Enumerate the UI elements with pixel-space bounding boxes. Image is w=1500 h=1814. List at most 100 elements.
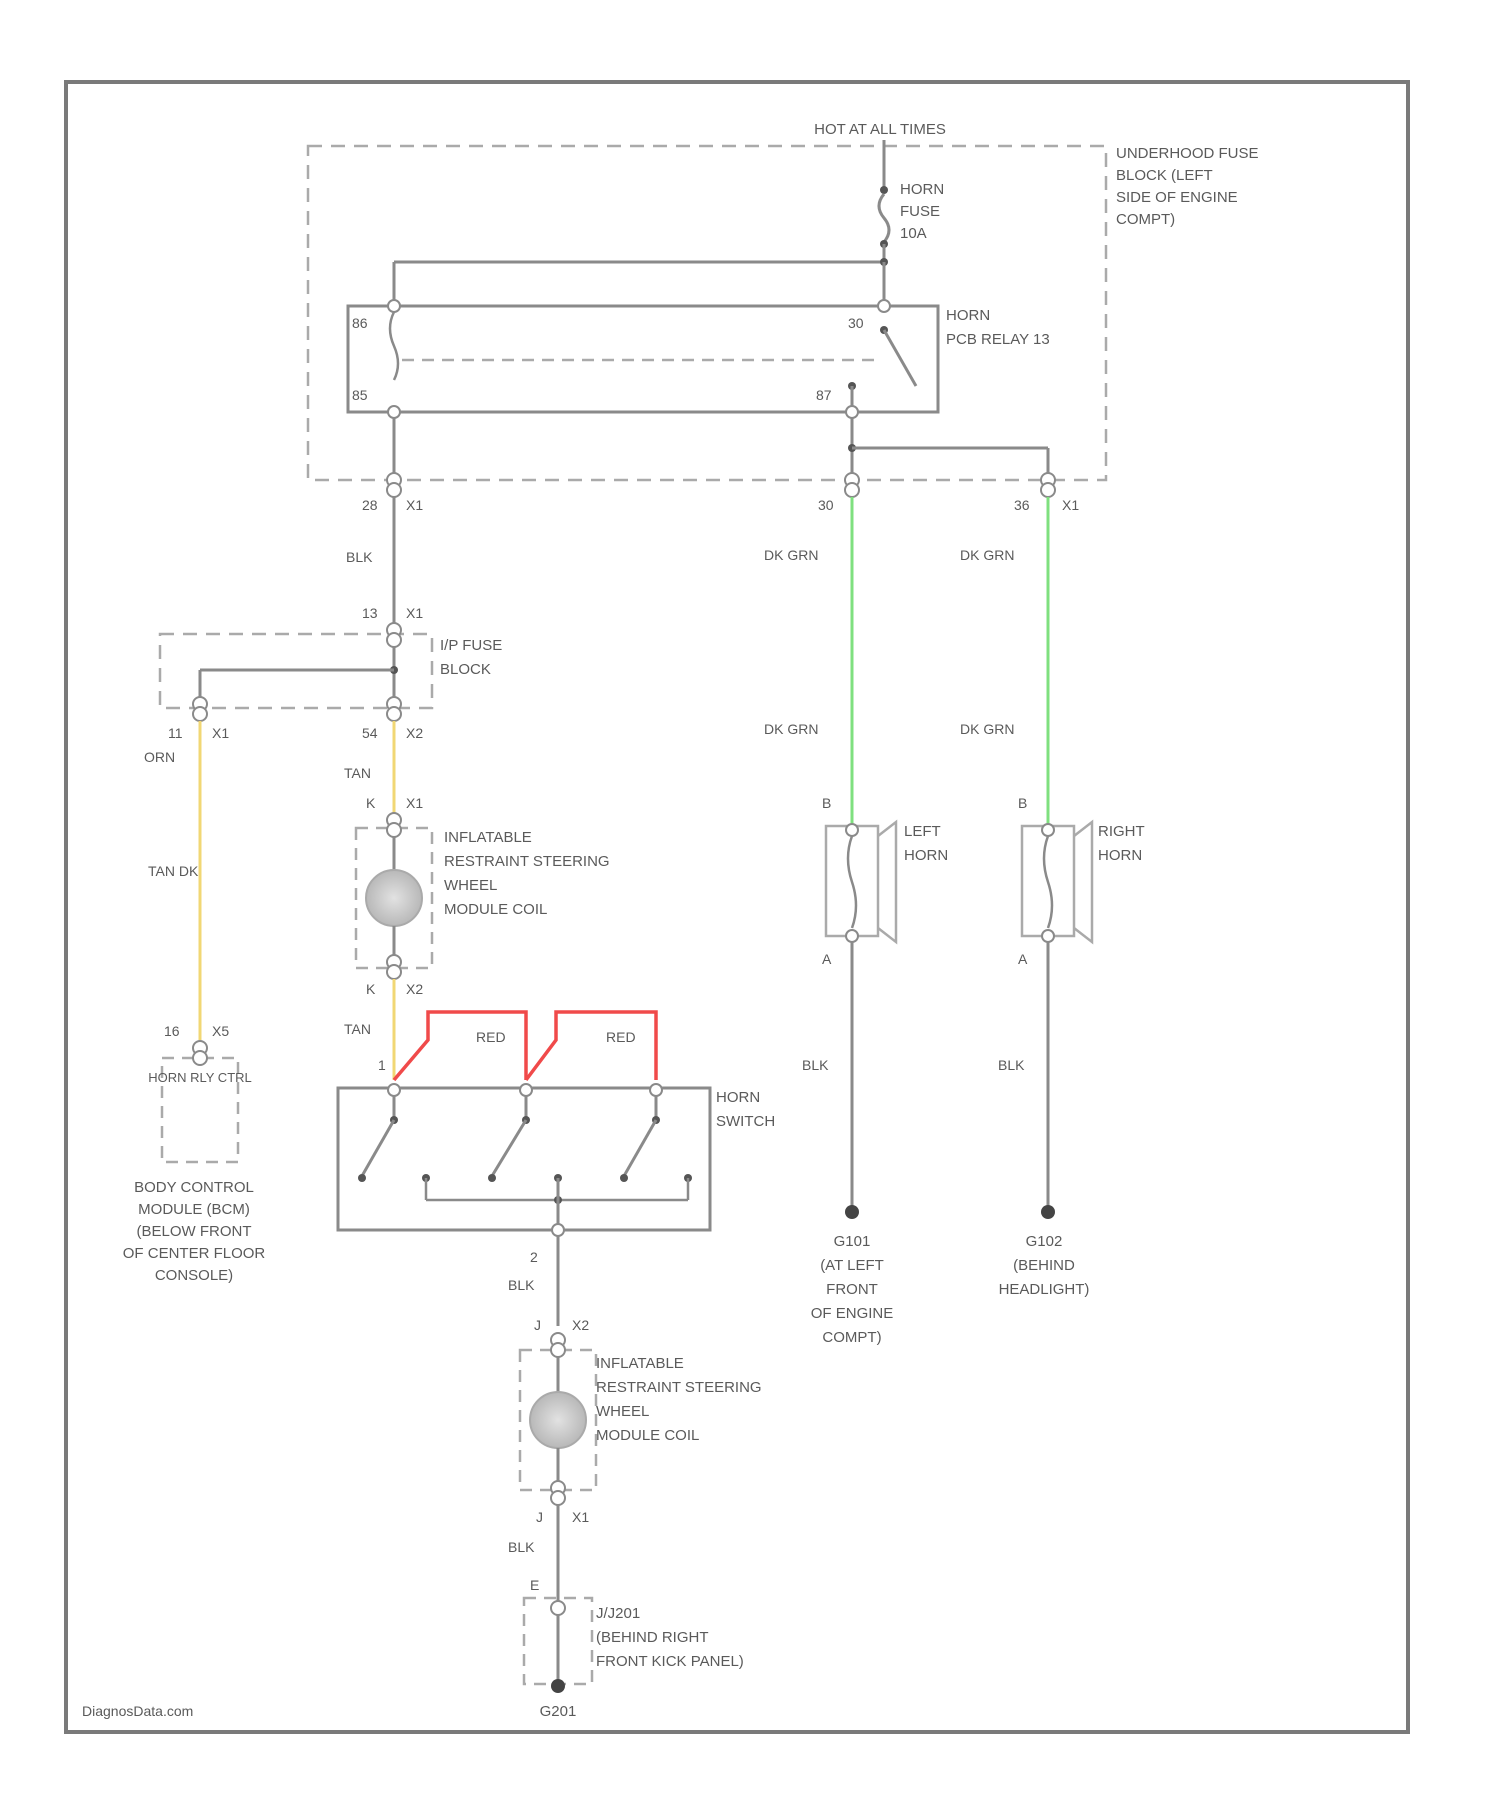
svg-text:INFLATABLE: INFLATABLE xyxy=(444,829,532,846)
switch-pin-2: 2 xyxy=(530,1249,538,1265)
right-horn-label: RIGHT HORN xyxy=(1098,823,1145,864)
uf-connector-36 xyxy=(1041,473,1055,497)
right-horn-pin-b: B xyxy=(1018,795,1027,811)
coil2-pin-x2-top: X2 xyxy=(572,1317,589,1333)
jj201-pin-e: E xyxy=(530,1577,539,1593)
wire-label-red-2: RED xyxy=(606,1029,636,1045)
svg-text:HORN: HORN xyxy=(716,1089,760,1106)
relay-pin-30: 30 xyxy=(848,315,864,331)
wire-label-dk-grn-left-2: DK GRN xyxy=(764,721,818,737)
horn-relay-label: HORN PCB RELAY 13 xyxy=(946,307,1050,348)
uf-pin-36: 36 xyxy=(1014,497,1030,513)
ip-pin-11-x: X1 xyxy=(212,725,229,741)
clockspring-upper-icon xyxy=(366,870,422,926)
uf-pin-36-x: X1 xyxy=(1062,497,1079,513)
red-jumper-wire-2 xyxy=(526,1012,656,1080)
horn-switch-contacts-icon xyxy=(358,1084,692,1230)
svg-text:I/P FUSE: I/P FUSE xyxy=(440,637,502,654)
wire-label-dk-grn-left-1: DK GRN xyxy=(764,547,818,563)
ground-g101-label: G101 (AT LEFT FRONT OF ENGINE COMPT) xyxy=(811,1233,894,1346)
svg-text:G102: G102 xyxy=(1026,1233,1063,1250)
steering-coil-upper-label: INFLATABLE RESTRAINT STEERING WHEEL MODU… xyxy=(444,829,610,918)
svg-text:FRONT KICK PANEL): FRONT KICK PANEL) xyxy=(596,1653,744,1670)
svg-text:PCB RELAY 13: PCB RELAY 13 xyxy=(946,331,1050,348)
wire-label-dk-grn-right-2: DK GRN xyxy=(960,721,1014,737)
relay-pin-86: 86 xyxy=(352,315,368,331)
underhood-fuse-block-label: UNDERHOOD FUSE BLOCK (LEFT SIDE OF ENGIN… xyxy=(1116,145,1259,228)
svg-text:COMPT): COMPT) xyxy=(822,1329,881,1346)
wire-label-blk-coil: BLK xyxy=(508,1539,535,1555)
wire-label-blk-right: BLK xyxy=(998,1057,1025,1073)
svg-text:HORN: HORN xyxy=(900,181,944,198)
coil-pin-x1-top: X1 xyxy=(406,795,423,811)
wire-label-blk-left: BLK xyxy=(802,1057,829,1073)
bcm-pin-16: 16 xyxy=(164,1023,180,1039)
svg-text:WHEEL: WHEEL xyxy=(444,877,497,894)
diagram-frame xyxy=(66,82,1408,1732)
svg-text:J/J201: J/J201 xyxy=(596,1605,640,1622)
svg-text:RIGHT: RIGHT xyxy=(1098,823,1145,840)
left-horn-bell-icon xyxy=(878,822,896,942)
svg-text:HORN: HORN xyxy=(904,847,948,864)
jj201-label: J/J201 (BEHIND RIGHT FRONT KICK PANEL) xyxy=(596,1605,744,1670)
svg-text:HEADLIGHT): HEADLIGHT) xyxy=(999,1281,1090,1298)
svg-text:G101: G101 xyxy=(834,1233,871,1250)
left-horn-label: LEFT HORN xyxy=(904,823,948,864)
coil2-pin-x1-bottom: X1 xyxy=(572,1509,589,1525)
right-horn-pin-a: A xyxy=(1018,951,1028,967)
bcm-pin-x5: X5 xyxy=(212,1023,229,1039)
svg-text:SWITCH: SWITCH xyxy=(716,1113,775,1130)
ip-pin-11: 11 xyxy=(168,725,183,741)
svg-text:FUSE: FUSE xyxy=(900,203,940,220)
clockspring-lower-icon xyxy=(530,1392,586,1448)
svg-text:INFLATABLE: INFLATABLE xyxy=(596,1355,684,1372)
svg-text:CONSOLE): CONSOLE) xyxy=(155,1267,233,1284)
svg-text:(BELOW FRONT: (BELOW FRONT xyxy=(137,1223,252,1240)
steering-coil-lower-label: INFLATABLE RESTRAINT STEERING WHEEL MODU… xyxy=(596,1355,762,1444)
svg-text:(AT LEFT: (AT LEFT xyxy=(820,1257,884,1274)
ground-g102-label: G102 (BEHIND HEADLIGHT) xyxy=(999,1233,1090,1298)
relay-pin-87: 87 xyxy=(816,387,832,403)
svg-text:(BEHIND RIGHT: (BEHIND RIGHT xyxy=(596,1629,709,1646)
wire-label-tan-upper: TAN xyxy=(344,765,371,781)
wire-label-tan-lower: TAN xyxy=(344,1021,371,1037)
svg-text:OF ENGINE: OF ENGINE xyxy=(811,1305,894,1322)
switch-pin-1: 1 xyxy=(378,1057,386,1073)
wire-label-tan-dk: TAN DK xyxy=(148,863,199,879)
uf-pin-28-x: X1 xyxy=(406,497,423,513)
right-horn-bell-icon xyxy=(1074,822,1092,942)
svg-text:MODULE COIL: MODULE COIL xyxy=(596,1427,699,1444)
svg-text:SIDE OF ENGINE: SIDE OF ENGINE xyxy=(1116,189,1238,206)
coil2-pin-j-top: J xyxy=(534,1317,541,1333)
ip-pin-13-x: X1 xyxy=(406,605,423,621)
relay-coil-icon xyxy=(388,300,400,418)
left-horn-pin-b: B xyxy=(822,795,831,811)
ip-fuse-block-label: I/P FUSE BLOCK xyxy=(440,637,502,678)
watermark: DiagnosData.com xyxy=(82,1703,193,1719)
red-jumper-wire-1 xyxy=(394,1012,526,1080)
svg-text:RESTRAINT STEERING: RESTRAINT STEERING xyxy=(444,853,610,870)
svg-text:BLOCK (LEFT: BLOCK (LEFT xyxy=(1116,167,1213,184)
svg-text:(BEHIND: (BEHIND xyxy=(1013,1257,1075,1274)
svg-text:HORN: HORN xyxy=(946,307,990,324)
svg-text:10A: 10A xyxy=(900,225,927,242)
svg-text:MODULE (BCM): MODULE (BCM) xyxy=(138,1201,250,1218)
wire-label-red-1: RED xyxy=(476,1029,506,1045)
svg-text:BODY CONTROL: BODY CONTROL xyxy=(134,1179,254,1196)
svg-text:RESTRAINT STEERING: RESTRAINT STEERING xyxy=(596,1379,762,1396)
wire-label-orn: ORN xyxy=(144,749,175,765)
coil-pin-k-bottom: K xyxy=(366,981,376,997)
coil2-pin-j-bottom: J xyxy=(536,1509,543,1525)
uf-connector-30 xyxy=(845,473,859,497)
uf-pin-28: 28 xyxy=(362,497,378,513)
ground-g201-icon xyxy=(551,1679,565,1693)
horn-fuse-label: HORN FUSE 10A xyxy=(900,181,944,242)
ground-g102-icon xyxy=(1041,1205,1055,1219)
svg-text:UNDERHOOD FUSE: UNDERHOOD FUSE xyxy=(1116,145,1259,162)
svg-text:COMPT): COMPT) xyxy=(1116,211,1175,228)
wire-label-dk-grn-right-1: DK GRN xyxy=(960,547,1014,563)
ip-pin-54: 54 xyxy=(362,725,378,741)
ip-pin-54-x: X2 xyxy=(406,725,423,741)
uf-connector-x1-28 xyxy=(387,473,401,497)
